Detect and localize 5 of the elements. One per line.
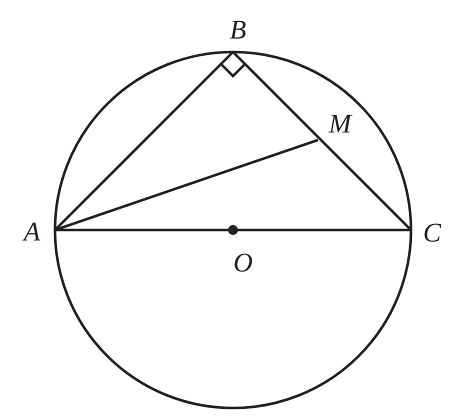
point-label: A: [24, 218, 40, 246]
point-label: O: [233, 250, 253, 276]
point-label: C: [423, 220, 441, 246]
point-label: M: [328, 110, 352, 138]
point-label: B: [230, 16, 246, 44]
